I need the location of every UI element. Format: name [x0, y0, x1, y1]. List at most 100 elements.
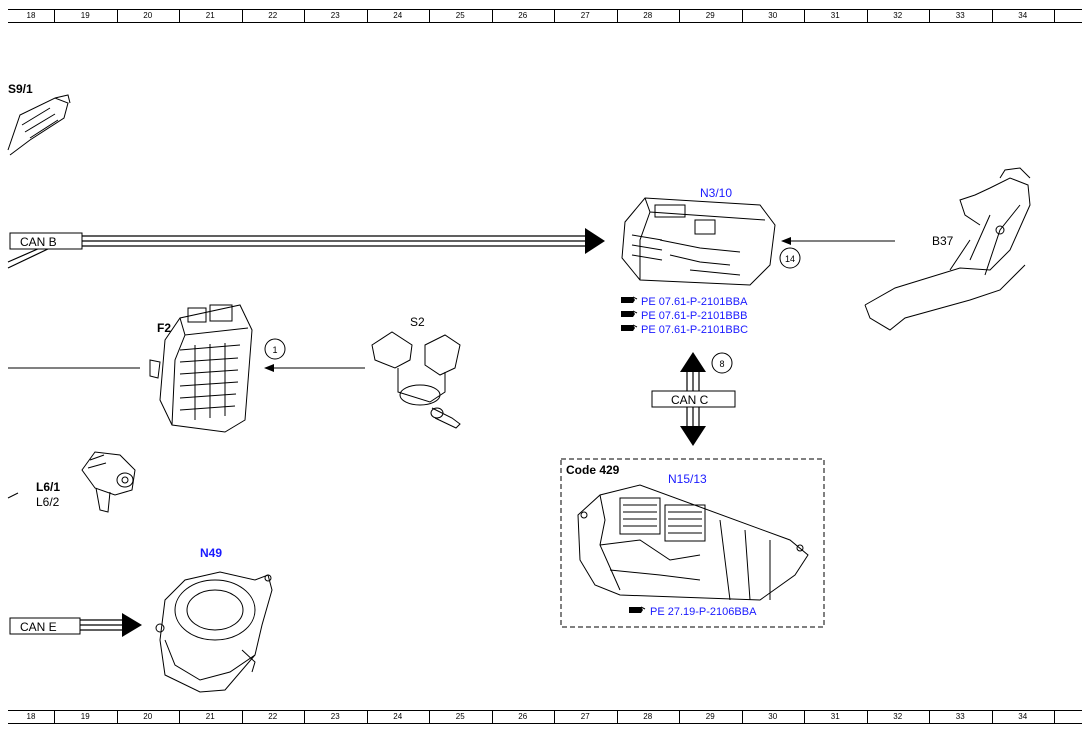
ruler-column-number: 23 — [330, 11, 340, 20]
ruler-column-number: 18 — [26, 712, 36, 721]
ruler-column-number: 34 — [1018, 712, 1028, 721]
ruler-column-number: 23 — [330, 712, 340, 721]
ruler-tick — [116, 710, 118, 724]
ruler-column-number: 34 — [1018, 11, 1028, 20]
ruler-column-number: 22 — [268, 11, 278, 20]
ruler-tick — [804, 9, 805, 23]
s2-label: S2 — [410, 315, 425, 329]
ruler-tick — [929, 9, 930, 23]
ruler-tick — [179, 710, 180, 724]
pointing-hand-icon — [621, 296, 638, 303]
ruler-tick — [616, 9, 618, 23]
ruler-tick — [616, 710, 618, 724]
ruler-column-number: 29 — [705, 11, 715, 20]
can-c-box — [651, 390, 736, 408]
s9-1-component[interactable] — [7, 94, 71, 156]
ruler-tick — [1054, 710, 1055, 724]
ruler-tick — [866, 710, 868, 724]
pointing-hand-icon — [629, 606, 646, 613]
ruler-column-number: 27 — [580, 712, 590, 721]
f2-label: F2 — [157, 321, 171, 335]
ruler-tick — [429, 9, 430, 23]
ruler-tick — [679, 710, 680, 724]
reference-link[interactable]: PE 07.61-P-2101BBA — [641, 296, 748, 308]
can-e-bus — [80, 613, 142, 637]
l6-1-component[interactable] — [81, 451, 136, 513]
s9-1-label: S9/1 — [8, 82, 33, 96]
can-b-label: CAN B — [20, 235, 57, 249]
ruler-column-number: 31 — [830, 712, 840, 721]
can-e-box — [9, 617, 81, 635]
ruler-column-number: 30 — [768, 11, 778, 20]
signal-14-circle — [779, 247, 801, 269]
ruler-column-number: 24 — [393, 11, 403, 20]
ruler-tick — [866, 9, 868, 23]
ruler-tick — [304, 9, 305, 23]
ruler-tick — [54, 9, 55, 23]
ruler-column-number: 26 — [518, 712, 528, 721]
code-429-box — [560, 458, 825, 628]
l6-wire — [7, 492, 19, 499]
signal-8-circle — [711, 352, 733, 374]
ruler-tick — [366, 9, 368, 23]
code-429-label: Code 429 — [566, 463, 620, 477]
ruler-column-number: 33 — [955, 712, 965, 721]
ruler-column-number: 32 — [893, 712, 903, 721]
can-c-label: CAN C — [671, 393, 709, 407]
f2-component[interactable] — [149, 304, 253, 433]
ruler-bottom-border — [8, 723, 1082, 724]
ruler-column-number: 20 — [143, 712, 153, 721]
ruler-tick — [804, 710, 805, 724]
ruler-column-number: 22 — [268, 712, 278, 721]
ruler-top-border — [8, 9, 1082, 10]
ruler-column-number: 25 — [455, 11, 465, 20]
l6-2-label: L6/2 — [36, 495, 60, 509]
reference-link[interactable]: PE 07.61-P-2101BBC — [641, 324, 748, 336]
ruler-column-number: 27 — [580, 11, 590, 20]
ruler-tick — [491, 9, 493, 23]
ruler-tick — [741, 710, 743, 724]
can-b-box — [9, 232, 83, 250]
l6-1-label: L6/1 — [36, 480, 60, 494]
ruler-tick — [116, 9, 118, 23]
ruler-top-border — [8, 710, 1082, 711]
b37-component[interactable] — [864, 167, 1031, 331]
ruler-column-number: 18 — [26, 11, 36, 20]
ruler-tick — [679, 9, 680, 23]
n3-10-component[interactable] — [621, 197, 776, 286]
ruler-column-number: 30 — [768, 712, 778, 721]
ruler-bottom-border — [8, 22, 1082, 23]
pointing-hand-icon — [621, 310, 638, 317]
ruler-tick — [991, 9, 993, 23]
signal-14-label: 14 — [785, 254, 795, 264]
n3-10-references: PE 07.61-P-2101BBA PE 07.61-P-2101BBB PE… — [621, 296, 748, 336]
ruler-column-number: 29 — [705, 712, 715, 721]
n15-13-label: N15/13 — [668, 472, 707, 486]
ruler-column-number: 24 — [393, 712, 403, 721]
ruler-column-number: 20 — [143, 11, 153, 20]
reference-link[interactable]: PE 07.61-P-2101BBB — [641, 310, 747, 322]
ruler-tick — [741, 9, 743, 23]
b37-label: B37 — [932, 234, 954, 248]
s2-component[interactable] — [371, 331, 461, 429]
ruler-tick — [1054, 9, 1055, 23]
can-e-arrow — [122, 613, 142, 637]
ruler-tick — [304, 710, 305, 724]
ruler-column-number: 25 — [455, 712, 465, 721]
ruler-tick — [366, 710, 368, 724]
can-b-bus — [7, 228, 605, 269]
can-c-arrow-down — [680, 426, 706, 446]
n3-10-label: N3/10 — [700, 186, 732, 200]
reference-link[interactable]: PE 27.19-P-2106BBA — [650, 606, 757, 618]
ruler-tick — [991, 710, 993, 724]
ruler-tick — [429, 710, 430, 724]
n49-component[interactable] — [155, 571, 273, 693]
ruler-tick — [929, 710, 930, 724]
ruler-column-number: 32 — [893, 11, 903, 20]
ruler-column-number: 21 — [205, 712, 215, 721]
n15-13-component[interactable] — [577, 484, 809, 601]
can-c-arrow-up — [680, 352, 706, 372]
ruler-column-number: 33 — [955, 11, 965, 20]
